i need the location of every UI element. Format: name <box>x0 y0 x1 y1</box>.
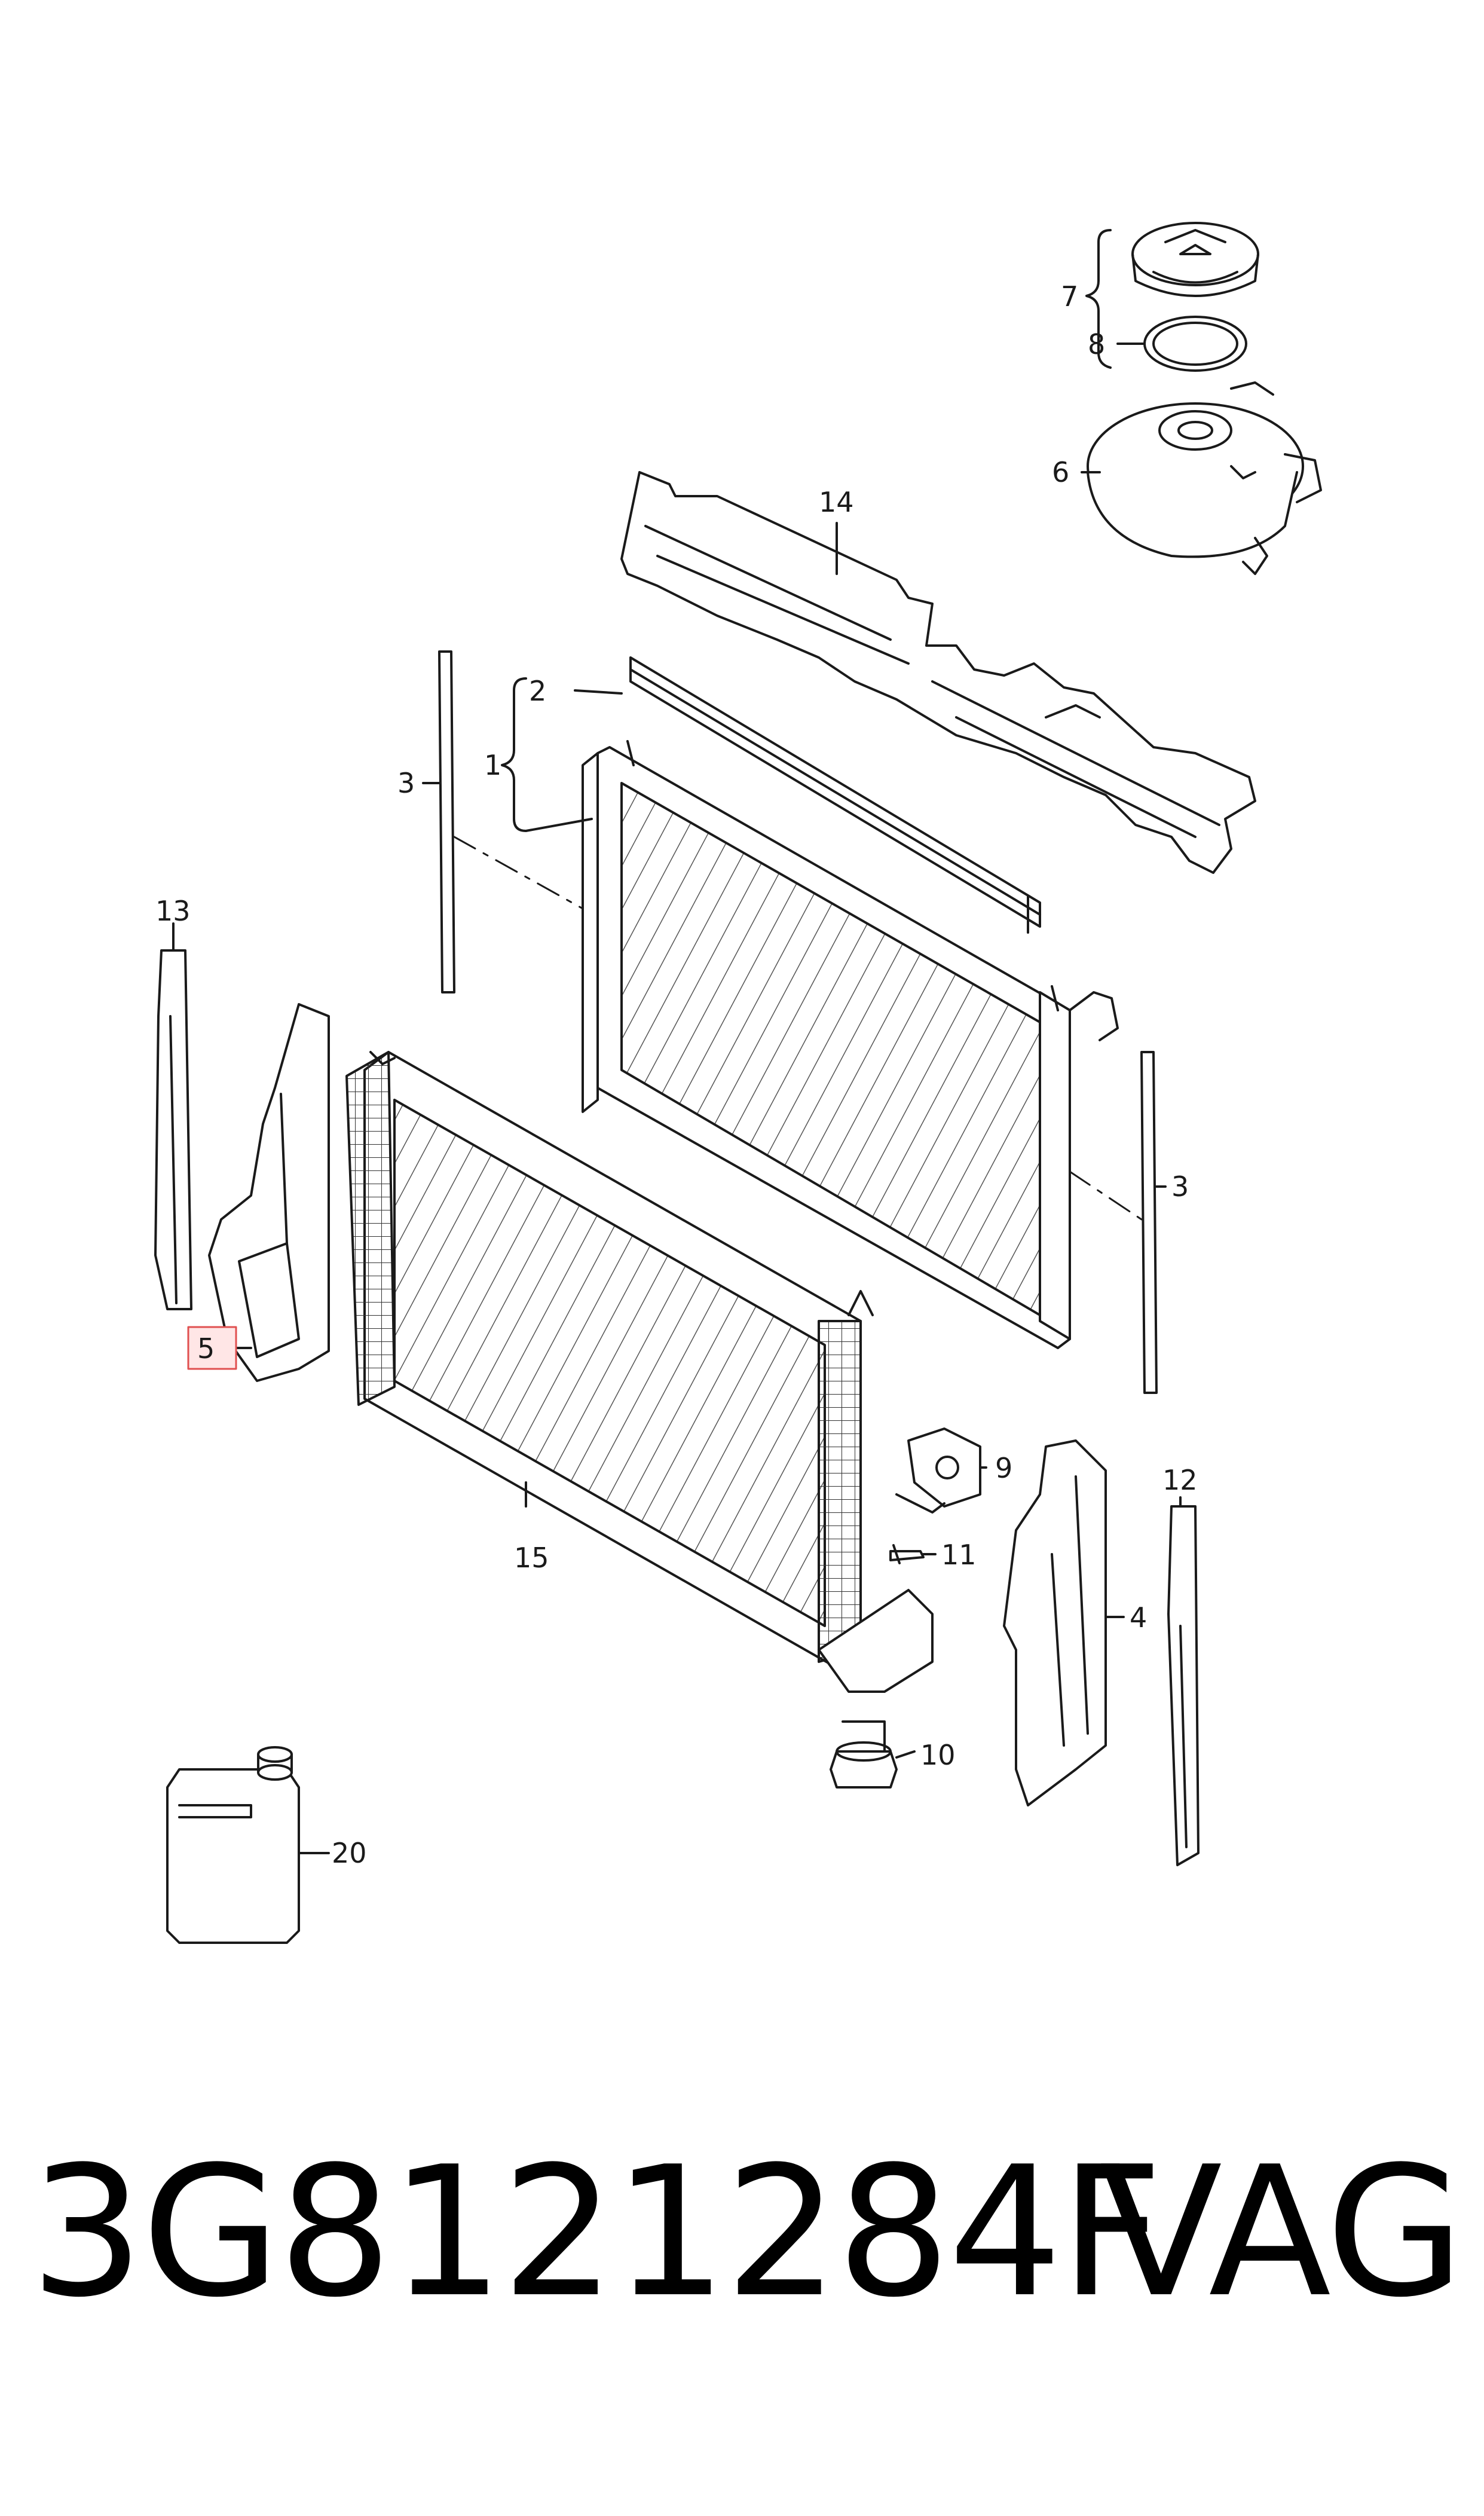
callout-20: 20 <box>332 1837 367 1869</box>
rubber-mount <box>830 1720 898 1789</box>
side-seal-right <box>1140 1051 1158 1394</box>
screw <box>889 1544 925 1564</box>
callout-7: 7 <box>1061 280 1078 313</box>
air-guide-right <box>1003 1439 1107 1806</box>
callout-1: 1 <box>484 749 501 781</box>
caption: 3G8121284F VAG <box>0 2128 1484 2379</box>
expansion-tank <box>1087 381 1322 575</box>
callout-9: 9 <box>995 1452 1012 1484</box>
air-guide-left <box>208 1003 330 1382</box>
callout-10: 10 <box>920 1739 956 1771</box>
side-seal-left <box>438 650 455 993</box>
callout-15: 15 <box>514 1542 549 1574</box>
callout-13: 13 <box>155 895 191 927</box>
callout-5: 5 <box>197 1332 215 1365</box>
brand-name: VAG <box>1100 2128 1464 2337</box>
callout-3-left: 3 <box>397 767 415 799</box>
bracket <box>895 1427 981 1514</box>
panel-13 <box>154 949 192 1310</box>
filler-cap <box>1131 222 1259 297</box>
callout-12: 12 <box>1162 1464 1198 1496</box>
charge-air-cooler <box>345 1051 934 1693</box>
callout-2: 2 <box>529 675 546 707</box>
seal-ring <box>1143 316 1247 372</box>
panel-12 <box>1167 1505 1200 1866</box>
callout-8: 8 <box>1088 328 1105 360</box>
coolant-canister <box>166 1746 300 1944</box>
callout-11: 11 <box>941 1539 977 1571</box>
callout-3-right: 3 <box>1171 1170 1189 1203</box>
radiator <box>582 740 1119 1349</box>
air-duct <box>620 471 1256 874</box>
callout-6: 6 <box>1052 456 1069 488</box>
part-number: 3G8121284F <box>30 2128 1163 2337</box>
callout-14: 14 <box>819 486 854 518</box>
sealing-strip <box>629 656 1041 934</box>
callout-4: 4 <box>1130 1601 1147 1634</box>
